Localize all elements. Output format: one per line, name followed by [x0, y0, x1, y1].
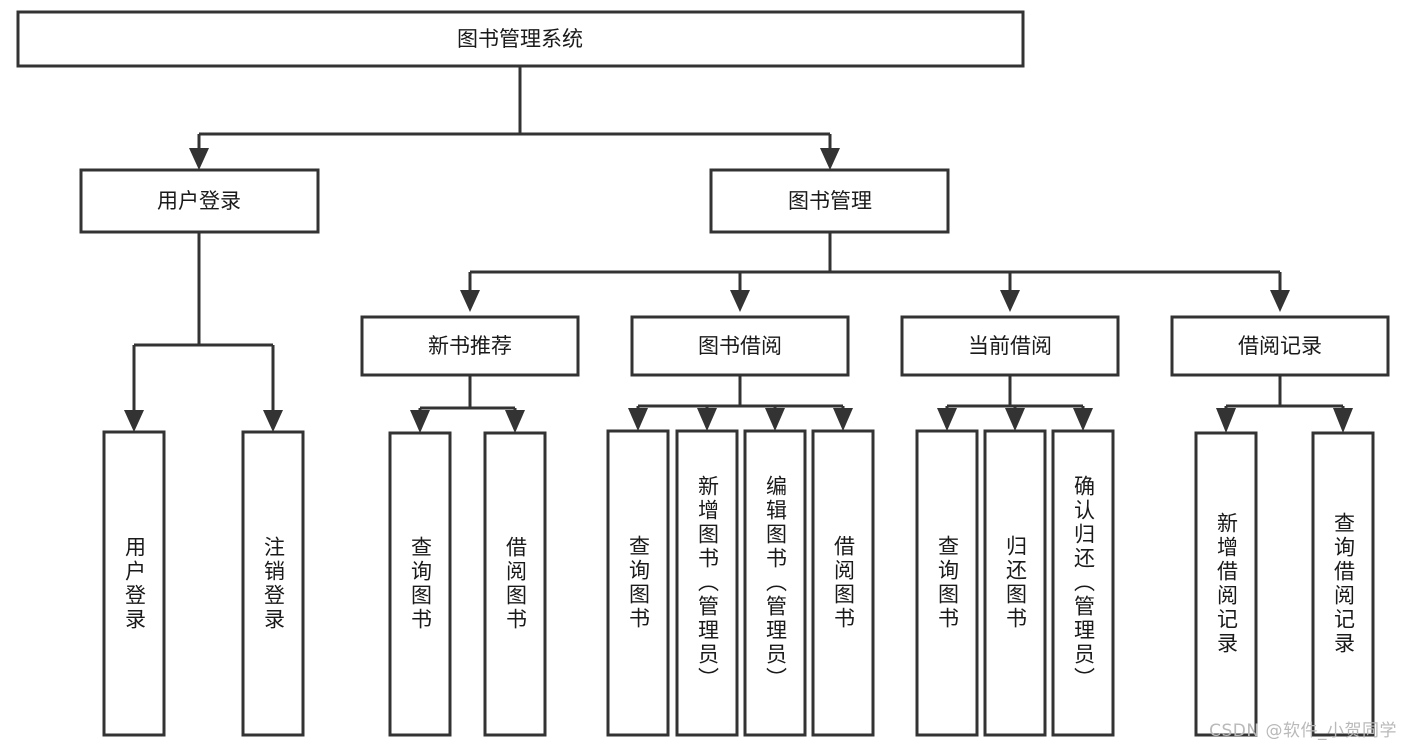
- arrow-head-new-book-recommend: [460, 290, 480, 312]
- arrow-head-current-borrow: [1000, 290, 1020, 312]
- node-leaf-query-record-box[interactable]: [1311, 431, 1375, 737]
- node-leaf-borrow-book-1-box[interactable]: [483, 431, 547, 737]
- connector-group-new-book-recommend: [410, 375, 525, 433]
- node-new-book-recommend[interactable]: 新书推荐: [360, 315, 580, 377]
- arrow-head-borrow-record: [1270, 290, 1290, 312]
- watermark-text: CSDN @软件_小贺同学: [1209, 721, 1397, 741]
- node-book-borrow-label: 图书借阅: [698, 334, 782, 358]
- node-leaf-add-book-box[interactable]: [675, 429, 739, 737]
- node-new-book-recommend-box[interactable]: [360, 315, 580, 377]
- node-book-manage[interactable]: 图书管理: [709, 168, 950, 234]
- node-user-login-label: 用户登录: [157, 189, 241, 213]
- node-leaf-user-login-box[interactable]: [102, 430, 166, 737]
- node-leaf-query-book-2-box[interactable]: [606, 429, 670, 737]
- connector-group-book-borrow: [628, 375, 853, 431]
- connector-group-user-login: [124, 232, 283, 432]
- arrow-head-leaf-user-login: [124, 410, 144, 432]
- node-current-borrow[interactable]: 当前借阅: [900, 315, 1120, 377]
- node-current-borrow-box[interactable]: [900, 315, 1120, 377]
- node-root-label: 图书管理系统: [457, 27, 583, 51]
- node-leaf-query-book-1-box[interactable]: [388, 431, 452, 737]
- node-leaf-add-record-box[interactable]: [1194, 431, 1258, 737]
- arrow-head-leaf-query-book-1: [410, 410, 430, 433]
- node-leaf-borrow-book-2-box[interactable]: [811, 429, 875, 737]
- arrow-head-leaf-add-record: [1216, 408, 1236, 433]
- node-book-manage-label: 图书管理: [788, 189, 872, 213]
- node-user-login[interactable]: 用户登录: [79, 168, 320, 234]
- node-borrow-record-label: 借阅记录: [1238, 334, 1322, 358]
- arrow-head-leaf-borrow-book-1: [505, 410, 525, 433]
- node-leaf-edit-book-box[interactable]: [743, 429, 807, 737]
- arrow-head-user-login: [189, 148, 209, 170]
- arrow-head-leaf-borrow-book-2: [833, 408, 853, 431]
- node-borrow-record-box[interactable]: [1170, 315, 1390, 377]
- connector-group-root: [189, 66, 840, 170]
- node-leaf-logout-box[interactable]: [241, 430, 305, 737]
- node-book-borrow-box[interactable]: [630, 315, 850, 377]
- arrow-head-leaf-query-record: [1333, 408, 1353, 433]
- node-root[interactable]: 图书管理系统: [16, 10, 1025, 68]
- connector-group-borrow-record: [1216, 375, 1353, 433]
- arrow-head-leaf-add-book: [697, 408, 717, 431]
- connector-group-book-manage: [460, 232, 1290, 312]
- arrow-head-leaf-query-book-2: [628, 408, 648, 431]
- node-book-borrow[interactable]: 图书借阅: [630, 315, 850, 377]
- node-borrow-record[interactable]: 借阅记录: [1170, 315, 1390, 377]
- arrow-head-book-manage: [820, 148, 840, 170]
- node-new-book-recommend-label: 新书推荐: [428, 334, 512, 358]
- node-leaf-query-book-3-box[interactable]: [915, 429, 979, 737]
- arrow-head-leaf-edit-book: [765, 408, 785, 431]
- node-leaf-confirm-return-box[interactable]: [1051, 429, 1115, 737]
- arrow-head-book-borrow: [730, 290, 750, 312]
- arrow-head-leaf-confirm-return: [1073, 408, 1093, 431]
- node-leaf-return-book-box[interactable]: [983, 429, 1047, 737]
- node-root-box[interactable]: [16, 10, 1025, 68]
- node-current-borrow-label: 当前借阅: [968, 334, 1052, 358]
- arrow-head-leaf-return-book: [1005, 408, 1025, 431]
- node-user-login-box[interactable]: [79, 168, 320, 234]
- node-book-manage-box[interactable]: [709, 168, 950, 234]
- connector-group-current-borrow: [937, 375, 1093, 431]
- arrow-head-leaf-logout: [263, 410, 283, 432]
- arrow-head-leaf-query-book-3: [937, 408, 957, 431]
